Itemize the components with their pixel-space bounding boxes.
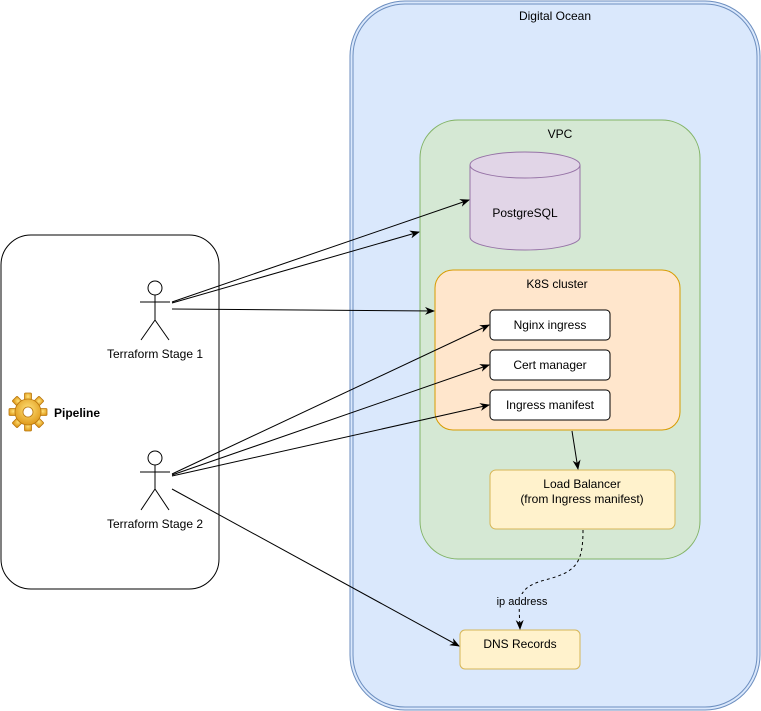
database-body	[469, 165, 581, 251]
pipeline-border	[0, 234, 220, 590]
terraform-stage-2-actor[interactable]: Terraform Stage 2	[107, 450, 203, 531]
nginx-ingress-label: Nginx ingress	[514, 318, 587, 332]
ip-address-edge-label: ip address	[494, 594, 550, 609]
ingress-manifest-label: Ingress manifest	[506, 398, 595, 412]
dns-records-label: DNS Records	[483, 637, 556, 651]
edge-cluster-to-load-balancer	[571, 430, 581, 470]
ip-address-label-bg	[494, 594, 550, 609]
nginx-ingress-box	[489, 309, 611, 341]
pipeline-group: Pipeline	[0, 234, 220, 590]
terraform-stage-1-actor[interactable]: Terraform Stage 1	[107, 280, 203, 361]
ip-address-label: ip address	[497, 596, 548, 608]
postgresql-database[interactable]: PostgreSQL	[469, 151, 581, 251]
pipeline-label: Pipeline	[54, 406, 100, 420]
cert-manager-label: Cert manager	[513, 358, 586, 372]
load-balancer-label-line1: Load Balancer	[543, 477, 620, 491]
edge-stage1-to-cluster	[171, 306, 435, 315]
load-balancer-box	[489, 469, 676, 530]
load-balancer-node[interactable]: Load Balancer (from Ingress manifest)	[489, 469, 676, 530]
terraform-stage-1-label: Terraform Stage 1	[107, 347, 203, 361]
vpc-label: VPC	[548, 127, 573, 141]
edges	[171, 199, 584, 647]
cluster-label: K8S cluster	[526, 277, 587, 291]
dns-records-node[interactable]: DNS Records	[459, 629, 581, 670]
database-label: PostgreSQL	[492, 206, 558, 220]
cloud-label: Digital Ocean	[519, 9, 591, 23]
database-top	[469, 151, 581, 179]
edge-stage2-to-dns	[171, 488, 460, 647]
terraform-stage-2-label: Terraform Stage 2	[107, 517, 203, 531]
gear-icon	[8, 392, 48, 432]
nginx-ingress-node[interactable]: Nginx ingress	[489, 309, 611, 341]
load-balancer-label-line2: (from Ingress manifest)	[520, 492, 643, 506]
edge-stage1-to-vpc	[171, 230, 420, 304]
dns-records-box	[459, 629, 581, 670]
cert-manager-box	[489, 349, 611, 381]
cert-manager-node[interactable]: Cert manager	[489, 349, 611, 381]
cloud-inner-border	[352, 3, 758, 708]
person-icon	[140, 450, 170, 511]
ingress-manifest-box	[489, 389, 611, 421]
edge-stage2-to-nginx	[171, 324, 490, 475]
edge-stage1-to-postgresql	[171, 199, 470, 303]
edge-stage2-to-cert-manager	[171, 364, 490, 476]
ingress-manifest-node[interactable]: Ingress manifest	[489, 389, 611, 421]
edge-load-balancer-to-dns	[515, 529, 584, 630]
person-icon	[140, 280, 170, 341]
edge-stage2-to-ingress-manifest	[171, 403, 490, 477]
